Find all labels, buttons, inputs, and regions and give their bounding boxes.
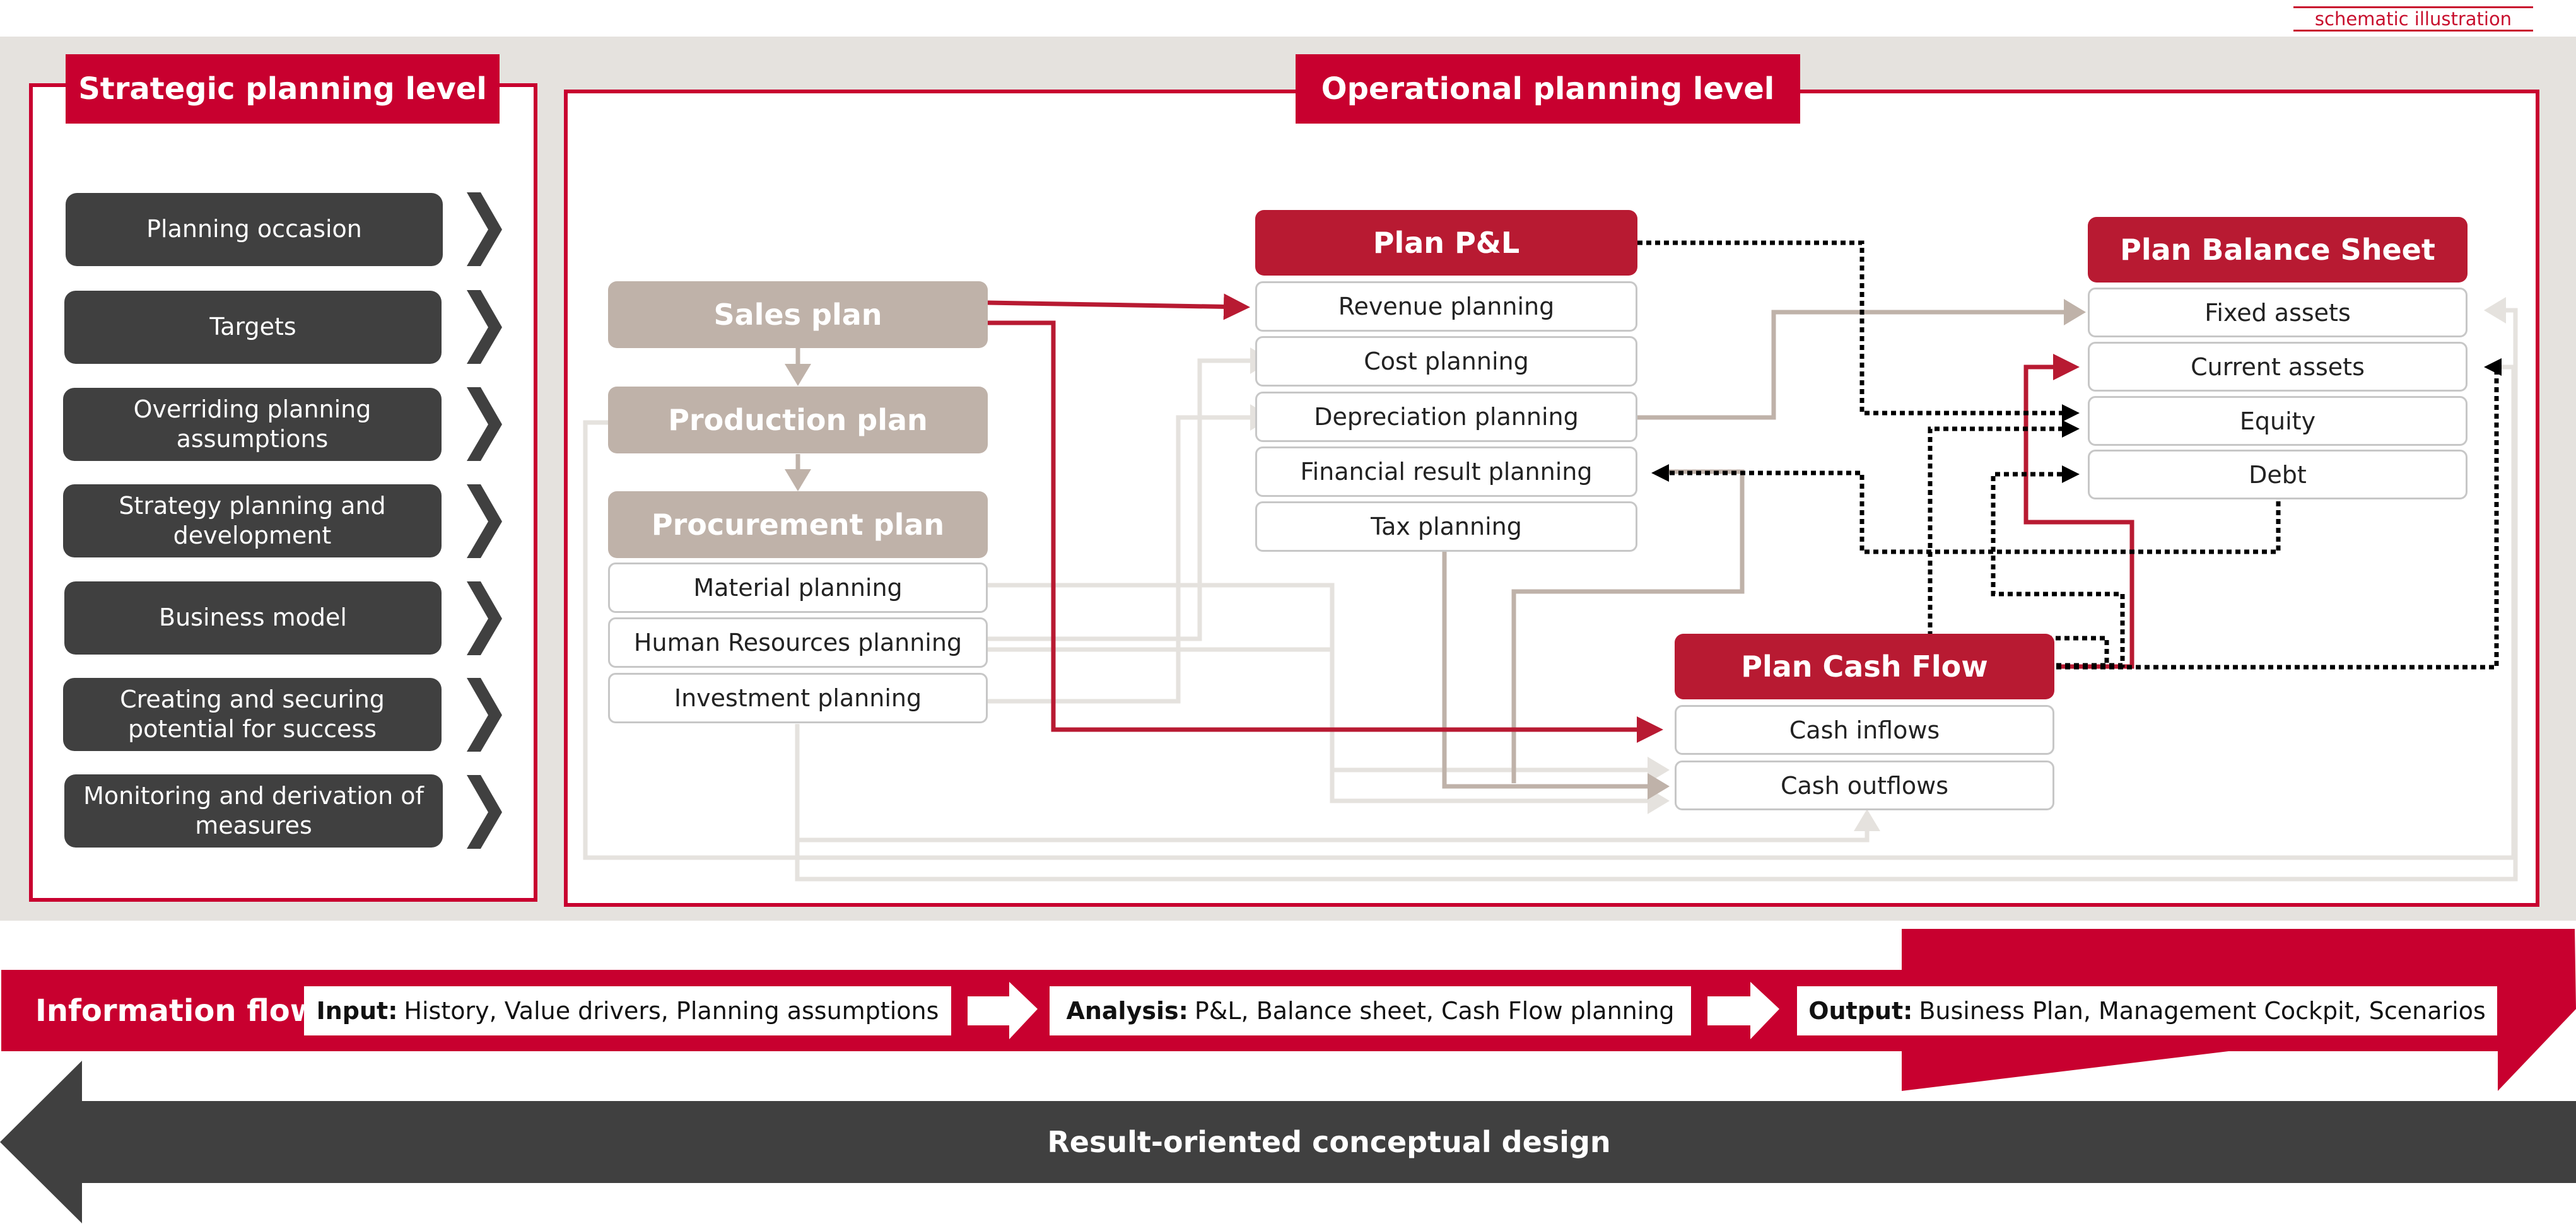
procurement-plan-box[interactable]: Procurement plan [608,491,988,558]
hr-planning-box[interactable]: Human Resources planning [608,617,988,668]
flow-step-key: Analysis: [1066,997,1188,1025]
strategic-item-label: Creating and securing potential for succ… [120,685,385,743]
chevron-right-icon [467,581,502,655]
sales-plan-box[interactable]: Sales plan [608,281,988,348]
strategic-item-label: Business model [159,603,347,632]
strategic-chevrons [467,192,502,849]
result-oriented-design-label: Result-oriented conceptual design [1047,1125,1611,1159]
operational-planning-title: Operational planning level [1296,54,1800,124]
strategic-planning-title: Strategic planning level [66,54,500,124]
information-flow-label: Information flow [35,993,319,1029]
material-planning-box[interactable]: Material planning [608,562,988,613]
financial-result-planning-box[interactable]: Financial result planning [1255,446,1637,497]
plan-cash-flow-box[interactable]: Plan Cash Flow [1675,634,2054,699]
information-flow-arrow-head [2498,929,2576,1091]
equity-box[interactable]: Equity [2088,396,2468,446]
strategic-item-targets[interactable]: Targets [64,291,442,364]
investment-planning-box[interactable]: Investment planning [608,673,988,723]
plan-pl-box[interactable]: Plan P&L [1255,210,1637,276]
strategic-item-business-model[interactable]: Business model [64,581,442,655]
debt-box[interactable]: Debt [2088,450,2468,499]
strategic-item-monitoring[interactable]: Monitoring and derivation of measures [64,774,443,848]
chevron-right-icon [467,678,502,752]
fixed-assets-box[interactable]: Fixed assets [2088,288,2468,337]
flow-step-output: Output:Business Plan, Management Cockpit… [1797,986,2497,1035]
step-arrow-icon [968,982,1038,1039]
schematic-illustration-note: schematic illustration [2293,6,2533,32]
strategic-item-label: Strategy planning and development [119,491,386,550]
chevron-right-icon [467,775,502,849]
cash-inflows-box[interactable]: Cash inflows [1675,705,2054,755]
strategic-item-strategy-planning[interactable]: Strategy planning and development [63,484,442,557]
production-plan-box[interactable]: Production plan [608,387,988,453]
strategic-item-label: Overriding planning assumptions [133,395,372,453]
flow-step-text: P&L, Balance sheet, Cash Flow planning [1194,997,1675,1025]
depreciation-planning-box[interactable]: Depreciation planning [1255,392,1637,442]
flow-step-analysis: Analysis:P&L, Balance sheet, Cash Flow p… [1050,986,1691,1035]
current-assets-box[interactable]: Current assets [2088,342,2468,392]
chevron-right-icon [467,387,502,461]
strategic-item-label: Targets [209,313,296,341]
chevron-right-icon [467,192,502,266]
strategic-item-potential-success[interactable]: Creating and securing potential for succ… [63,678,442,751]
step-arrow-icon [1707,982,1779,1039]
revenue-planning-box[interactable]: Revenue planning [1255,281,1637,332]
cost-planning-box[interactable]: Cost planning [1255,336,1637,387]
flow-step-input: Input:History, Value drivers, Planning a… [304,986,951,1035]
tax-planning-box[interactable]: Tax planning [1255,501,1637,552]
flow-step-key: Output: [1808,997,1913,1025]
strategic-item-overriding-assumptions[interactable]: Overriding planning assumptions [63,388,442,461]
chevron-right-icon [467,484,502,558]
strategic-item-planning-occasion[interactable]: Planning occasion [66,193,443,266]
flow-step-text: Business Plan, Management Cockpit, Scena… [1919,997,2486,1025]
plan-balance-sheet-box[interactable]: Plan Balance Sheet [2088,217,2468,283]
strategic-item-label: Monitoring and derivation of measures [83,781,424,840]
cash-outflows-box[interactable]: Cash outflows [1675,761,2054,810]
strategic-item-label: Planning occasion [146,215,362,243]
chevron-right-icon [467,290,502,364]
flow-step-key: Input: [316,997,398,1025]
flow-step-text: History, Value drivers, Planning assumpt… [404,997,939,1025]
